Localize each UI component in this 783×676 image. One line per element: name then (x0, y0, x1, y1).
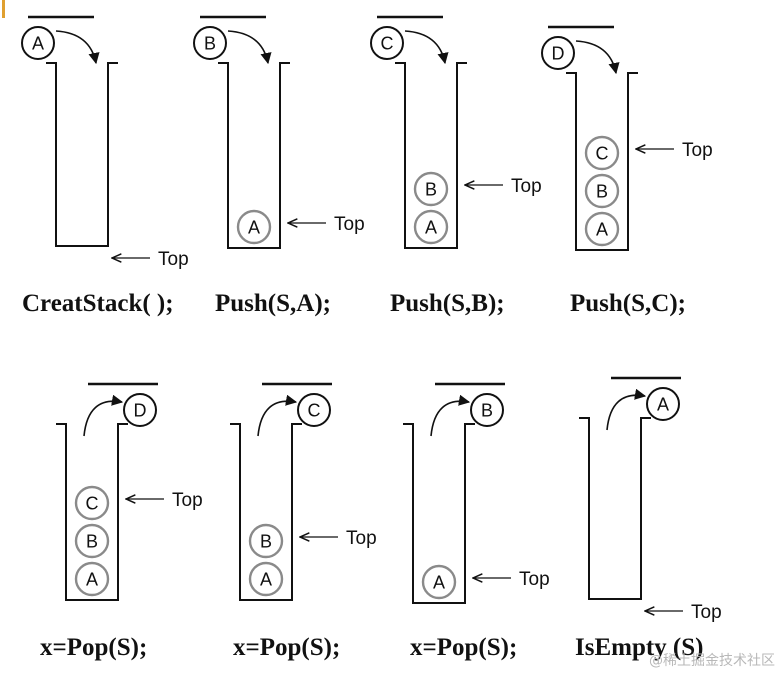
panel-3-top-label: Top (682, 140, 713, 161)
panel-2-moving-C-circle (370, 26, 404, 60)
panel-4-moving-D: D (123, 393, 157, 427)
panel-7-move-arrow (606, 388, 647, 431)
caption-1: Push(S,A); (215, 290, 331, 317)
panel-3-tube (566, 72, 638, 251)
caption-2: Push(S,B); (390, 290, 505, 317)
panel-5-stack-A-circle (248, 561, 284, 597)
panel-1-tube (218, 62, 290, 249)
panel-3-stack-C-circle (584, 135, 620, 171)
caption-4: x=Pop(S); (40, 634, 148, 661)
panel-2-move-arrow (404, 30, 449, 65)
panel-0-tube (46, 62, 118, 247)
panel-6-tube (403, 423, 475, 604)
panel-4-stack-B-circle (74, 523, 110, 559)
panel-2-top-label: Top (511, 176, 542, 197)
panel-5-stack-B-letter: B (260, 532, 272, 552)
panel-4-stack-C-circle (74, 485, 110, 521)
panel-2-stack-A: A (413, 209, 449, 245)
accent-mark (2, 0, 5, 18)
panel-3-stack-C: C (584, 135, 620, 171)
panel-3-stack-A: A (584, 211, 620, 247)
panel-1-moving-B: B (193, 26, 227, 60)
panel-0-moving-A: A (21, 26, 55, 60)
panel-0-top-label: Top (158, 249, 189, 270)
panel-5-stack-B-circle (248, 523, 284, 559)
panel-2-moving-C: C (370, 26, 404, 60)
panel-5-moving-C-circle (297, 393, 331, 427)
panel-0-moving-A-circle (21, 26, 55, 60)
panel-3-moving-D: D (541, 36, 575, 70)
panel-5-tube (230, 423, 302, 601)
panel-4-move-arrow (83, 394, 124, 437)
panel-0-move-arrow (55, 30, 100, 65)
panel-5-stack-A: A (248, 561, 284, 597)
panel-7-moving-A: A (646, 387, 680, 421)
panel-6-top-label: Top (519, 569, 550, 590)
panel-7-tube (579, 417, 651, 600)
panel-6-moving-B-circle (470, 393, 504, 427)
panel-3-stack-A-letter: A (596, 220, 608, 240)
panel-3-move-arrow (575, 40, 620, 75)
panel-5-moving-C: C (297, 393, 331, 427)
panel-2-stack-B-circle (413, 171, 449, 207)
caption-0: CreatStack( ); (22, 290, 174, 317)
caption-6: x=Pop(S); (410, 634, 518, 661)
panel-1-top-label: Top (334, 214, 365, 235)
panel-4-stack-A-circle (74, 561, 110, 597)
panel-4-top-label: Top (172, 490, 203, 511)
panel-6-moving-B: B (470, 393, 504, 427)
panel-4-moving-D-letter: D (134, 401, 147, 421)
panel-1-stack-A-letter: A (248, 218, 260, 238)
panel-6-stack-A-letter: A (433, 573, 445, 593)
panel-2-moving-C-letter: C (381, 34, 394, 54)
panel-1-stack-A: A (236, 209, 272, 245)
panel-2-stack-B: B (413, 171, 449, 207)
panel-3-stack-C-letter: C (596, 144, 609, 164)
panel-5-stack-A-letter: A (260, 570, 272, 590)
caption-7: IsEmpty (S) (575, 634, 704, 661)
panel-6-stack-A: A (421, 564, 457, 600)
panel-5-move-arrow (257, 394, 298, 437)
panel-4-stack-A-letter: A (86, 570, 98, 590)
panel-5-stack-B: B (248, 523, 284, 559)
panel-5-moving-C-letter: C (308, 401, 321, 421)
panel-7-top-label: Top (691, 602, 722, 623)
panel-3-moving-D-letter: D (552, 44, 565, 64)
panel-1-move-arrow (227, 30, 272, 65)
panel-4-tube (56, 423, 128, 601)
panel-7-moving-A-letter: A (657, 395, 669, 415)
panel-0-moving-A-letter: A (32, 34, 44, 54)
caption-5: x=Pop(S); (233, 634, 341, 661)
watermark: @稀土掘金技术社区 (649, 653, 775, 669)
panel-4-stack-C-letter: C (86, 494, 99, 514)
panel-6-stack-A-circle (421, 564, 457, 600)
panel-4-moving-D-circle (123, 393, 157, 427)
panel-2-tube (395, 62, 467, 249)
panel-4-stack-A: A (74, 561, 110, 597)
panel-6-move-arrow (430, 394, 471, 437)
panel-3-stack-B: B (584, 173, 620, 209)
panel-3-stack-B-letter: B (596, 182, 608, 202)
panel-1-moving-B-letter: B (204, 34, 216, 54)
panel-1-stack-A-circle (236, 209, 272, 245)
caption-3: Push(S,C); (570, 290, 686, 317)
panel-1-moving-B-circle (193, 26, 227, 60)
panel-2-stack-B-letter: B (425, 180, 437, 200)
panel-3-stack-A-circle (584, 211, 620, 247)
panel-6-moving-B-letter: B (481, 401, 493, 421)
panel-2-stack-A-letter: A (425, 218, 437, 238)
panel-5-top-label: Top (346, 528, 377, 549)
panel-4-stack-C: C (74, 485, 110, 521)
panel-4-stack-B: B (74, 523, 110, 559)
panel-3-stack-B-circle (584, 173, 620, 209)
panel-7-moving-A-circle (646, 387, 680, 421)
panel-4-stack-B-letter: B (86, 532, 98, 552)
panel-2-stack-A-circle (413, 209, 449, 245)
panel-3-moving-D-circle (541, 36, 575, 70)
